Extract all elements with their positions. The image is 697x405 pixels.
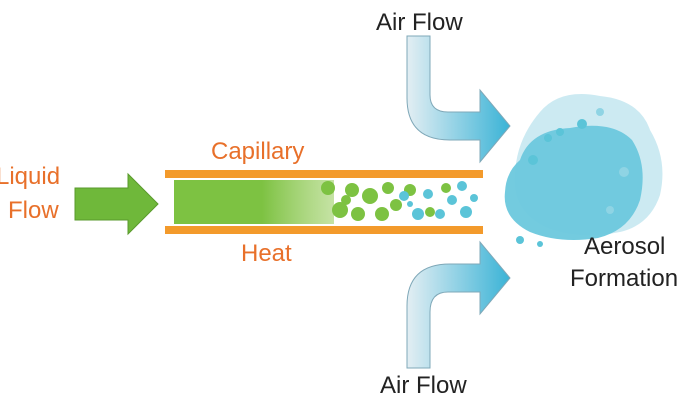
aerosol-cloud: [504, 94, 663, 247]
capillary-label: Capillary: [211, 138, 304, 165]
air-flow-top-label: Air Flow: [376, 9, 463, 36]
liquid-fill: [174, 180, 334, 224]
air-flow-bottom-arrow: [406, 240, 511, 369]
capillary-bottom-wall: [165, 226, 483, 234]
liquid-flow-arrow: [74, 172, 159, 236]
air-flow-top-arrow: [406, 35, 511, 164]
air-flow-bottom-label: Air Flow: [380, 372, 467, 399]
vapor-droplets: [399, 181, 478, 220]
aerosol-label-line2: Formation: [570, 265, 678, 292]
liquid-flow-label-line2: Flow: [8, 197, 59, 224]
aerosol-label-line1: Aerosol: [584, 233, 665, 260]
capillary-top-wall: [165, 170, 483, 178]
liquid-bubbles: [321, 181, 451, 221]
liquid-flow-label-line1: Liquid: [0, 163, 60, 190]
heat-label: Heat: [241, 240, 292, 267]
